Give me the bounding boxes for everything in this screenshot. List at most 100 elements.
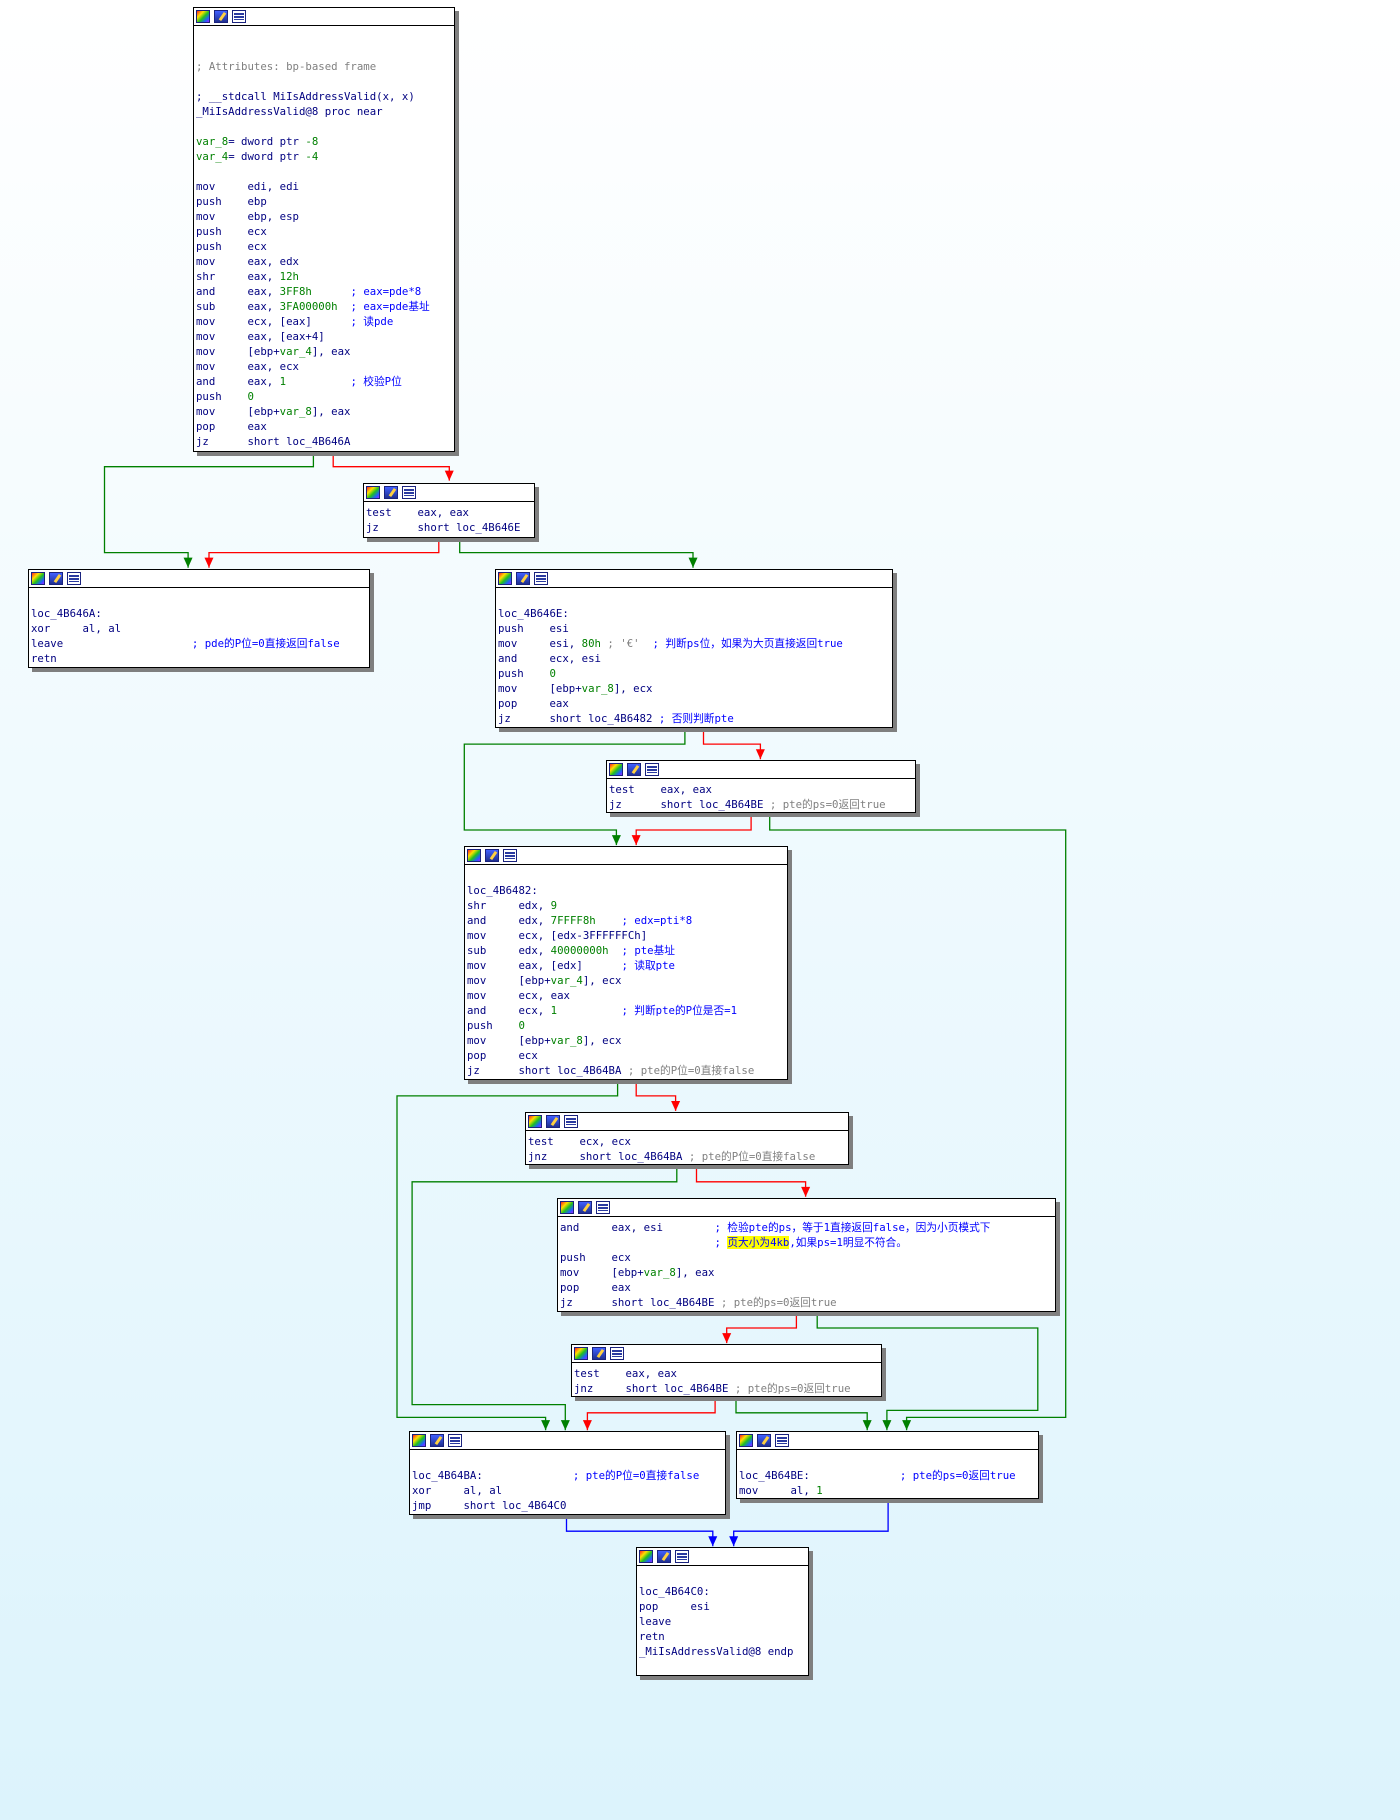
branch-not-taken-edge[interactable]: [332, 450, 450, 481]
code-line[interactable]: and eax, esi ; 检验pte的ps，等于1直接返回false，因为小…: [560, 1220, 1053, 1235]
edit-node-icon[interactable]: [627, 763, 641, 776]
branch-not-taken-edge[interactable]: [635, 813, 752, 846]
code-line[interactable]: and ecx, 1 ; 判断pte的P位是否=1: [467, 1003, 785, 1018]
code-line[interactable]: mov ecx, eax: [467, 988, 785, 1003]
code-line[interactable]: jz short loc_4B64BA ; pte的P位=0直接false: [467, 1063, 785, 1078]
code-line[interactable]: jz short loc_4B64BE ; pte的ps=0返回true: [560, 1295, 1053, 1310]
code-line[interactable]: [467, 868, 785, 883]
branch-taken-edge[interactable]: [459, 537, 694, 568]
edit-node-icon[interactable]: [49, 572, 63, 585]
branch-not-taken-edge[interactable]: [208, 537, 440, 568]
code-line[interactable]: test ecx, ecx: [528, 1134, 846, 1149]
branch-taken-edge[interactable]: [769, 813, 1067, 1431]
assembly-listing-icon[interactable]: [564, 1115, 578, 1128]
edit-node-icon[interactable]: [516, 572, 530, 585]
assembly-listing-icon[interactable]: [534, 572, 548, 585]
code-line[interactable]: jz short loc_4B646A: [196, 434, 452, 449]
graph-overview-icon[interactable]: [412, 1434, 426, 1447]
code-line[interactable]: jz short loc_4B646E: [366, 520, 532, 535]
code-line[interactable]: mov eax, [edx] ; 读取pte: [467, 958, 785, 973]
code-line[interactable]: shr eax, 12h: [196, 269, 452, 284]
branch-not-taken-edge[interactable]: [702, 727, 762, 760]
graph-overview-icon[interactable]: [196, 10, 210, 23]
code-line[interactable]: mov ecx, [edx-3FFFFFFCh]: [467, 928, 785, 943]
code-line[interactable]: loc_4B646A:: [31, 606, 367, 621]
code-line[interactable]: ; 页大小为4kb,如果ps=1明显不符合。: [560, 1235, 1053, 1250]
assembly-listing-icon[interactable]: [596, 1201, 610, 1214]
code-line[interactable]: xor al, al: [412, 1483, 723, 1498]
graph-overview-icon[interactable]: [467, 849, 481, 862]
branch-taken-edge[interactable]: [735, 1397, 868, 1431]
code-line[interactable]: mov ebp, esp: [196, 209, 452, 224]
edit-node-icon[interactable]: [430, 1434, 444, 1447]
code-line[interactable]: mov [ebp+var_4], eax: [196, 344, 452, 359]
assembly-listing-icon[interactable]: [402, 486, 416, 499]
code-line[interactable]: var_8= dword ptr -8: [196, 134, 452, 149]
edit-node-icon[interactable]: [592, 1347, 606, 1360]
jump-edge[interactable]: [733, 1499, 889, 1547]
assembly-listing-icon[interactable]: [448, 1434, 462, 1447]
edit-node-icon[interactable]: [546, 1115, 560, 1128]
code-line[interactable]: push 0: [196, 389, 452, 404]
code-line[interactable]: loc_4B64BE: ; pte的ps=0返回true: [739, 1468, 1036, 1483]
graph-overview-icon[interactable]: [574, 1347, 588, 1360]
code-line[interactable]: loc_4B64BA: ; pte的P位=0直接false: [412, 1468, 723, 1483]
code-line[interactable]: var_4= dword ptr -4: [196, 149, 452, 164]
code-line[interactable]: mov edi, edi: [196, 179, 452, 194]
block-and-eax-esi[interactable]: and eax, esi ; 检验pte的ps，等于1直接返回false，因为小…: [557, 1198, 1056, 1312]
edit-node-icon[interactable]: [214, 10, 228, 23]
code-line[interactable]: [639, 1569, 806, 1584]
code-line[interactable]: mov eax, ecx: [196, 359, 452, 374]
code-line[interactable]: sub eax, 3FA00000h ; eax=pde基址: [196, 299, 452, 314]
code-line[interactable]: loc_4B6482:: [467, 883, 785, 898]
graph-overview-icon[interactable]: [528, 1115, 542, 1128]
branch-not-taken-edge[interactable]: [586, 1397, 716, 1431]
code-line[interactable]: [739, 1453, 1036, 1468]
code-line[interactable]: pop esi: [639, 1599, 806, 1614]
jump-edge[interactable]: [565, 1514, 714, 1547]
block-mi-is-address-valid[interactable]: ; Attributes: bp-based frame ; __stdcall…: [193, 7, 455, 452]
edit-node-icon[interactable]: [657, 1550, 671, 1563]
assembly-listing-icon[interactable]: [775, 1434, 789, 1447]
code-line[interactable]: mov [ebp+var_4], ecx: [467, 973, 785, 988]
code-line[interactable]: pop eax: [560, 1280, 1053, 1295]
code-line[interactable]: [196, 119, 452, 134]
code-line[interactable]: retn: [639, 1629, 806, 1644]
code-line[interactable]: pop eax: [196, 419, 452, 434]
edit-node-icon[interactable]: [384, 486, 398, 499]
code-line[interactable]: and ecx, esi: [498, 651, 890, 666]
code-line[interactable]: push ecx: [196, 239, 452, 254]
code-line[interactable]: push 0: [498, 666, 890, 681]
code-line[interactable]: push esi: [498, 621, 890, 636]
code-line[interactable]: push ebp: [196, 194, 452, 209]
code-line[interactable]: jz short loc_4B6482 ; 否则判断pte: [498, 711, 890, 726]
code-line[interactable]: mov eax, edx: [196, 254, 452, 269]
code-line[interactable]: [31, 591, 367, 606]
code-line[interactable]: pop ecx: [467, 1048, 785, 1063]
code-line[interactable]: mov [ebp+var_8], eax: [560, 1265, 1053, 1280]
code-line[interactable]: loc_4B646E:: [498, 606, 890, 621]
branch-taken-edge[interactable]: [463, 727, 686, 846]
code-line[interactable]: mov ecx, [eax] ; 读pde: [196, 314, 452, 329]
branch-taken-edge[interactable]: [816, 1311, 1039, 1431]
code-line[interactable]: ; __stdcall MiIsAddressValid(x, x): [196, 89, 452, 104]
graph-overview-icon[interactable]: [739, 1434, 753, 1447]
assembly-listing-icon[interactable]: [610, 1347, 624, 1360]
code-line[interactable]: mov [ebp+var_8], ecx: [498, 681, 890, 696]
code-line[interactable]: [196, 164, 452, 179]
